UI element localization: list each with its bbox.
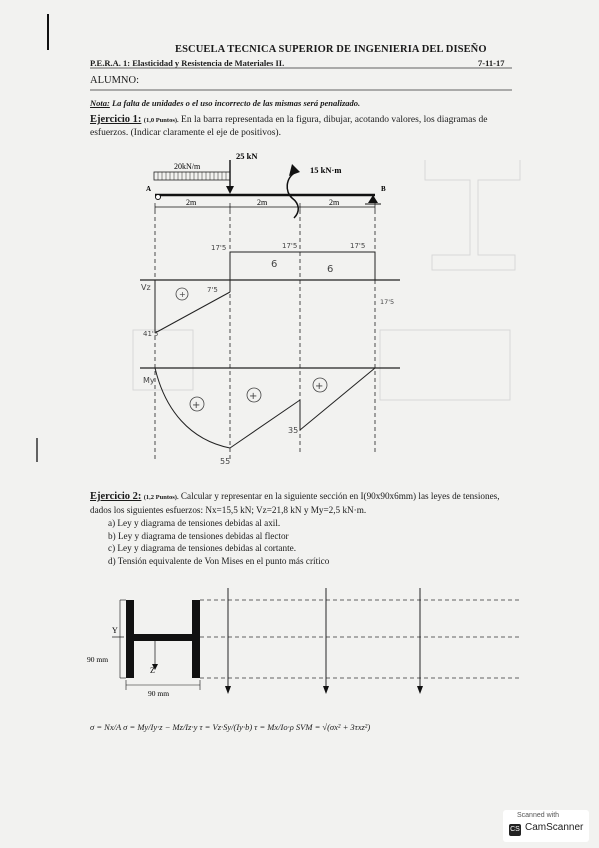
flange-right [192,600,200,678]
axis-z-label: Z [150,666,155,675]
moment-sign-circle-1 [189,396,205,412]
shear-value-3: 17'5 [350,242,365,250]
exercise1-text: En la barra representada en la figura, d… [90,115,488,138]
shear-value-1: 17'5 [211,244,226,252]
support-a [155,194,161,200]
item-d: d) Tensión equivalente de Von Mises en e… [108,555,330,566]
moment-sign-3: + [315,381,323,392]
exercise1-points: (1,0 Puntos). [143,117,179,124]
exercise2-points: (1,2 Puntos). [143,494,179,501]
moment-value-1: 55 [220,457,230,466]
flange-left [126,600,134,678]
span-1-label: 2m [186,198,197,207]
point-load-arrowhead [226,186,234,194]
item-a: a) Ley y diagrama de tensiones debidas a… [108,518,281,528]
moment-label: 15 kN·m [310,165,341,175]
moment-value-2: 35 [288,426,298,435]
support-b-label: B [381,185,386,193]
camscanner-badge: Scanned with CS CamScanner [503,810,589,842]
shear-value-5: 41'5 [143,330,158,338]
bleed-through [132,160,521,401]
formulas: σ = Nx/A σ = My/Iy·z − Mz/Iz·y τ = Vz·Sy… [90,722,371,732]
shear-sign-1: 6 [271,259,277,270]
note-label: Nota: [90,98,110,108]
shear-sign-3: + [179,290,186,299]
distributed-load [153,171,231,181]
moment-sign-circle-2 [246,387,262,403]
i-section-figure [112,599,201,690]
shear-sign-circle [175,287,189,301]
shear-value-4: 7'5 [207,286,218,294]
support-a-label: A [146,185,151,193]
point-load-label: 25 kN [236,151,258,161]
distributed-load-label: 20kN/m [174,162,201,171]
student-label: ALUMNO: [90,75,139,86]
span-2-label: 2m [257,198,268,207]
support-b [368,195,378,203]
beam-figure [153,160,381,219]
item-b: b) Ley y diagrama de tensiones debidas a… [108,530,289,541]
axis-y-label: Y [112,626,118,635]
exercise2-statement: Ejercicio 2: (1,2 Puntos). Calcular y re… [90,490,520,516]
shear-axis-label: Vz [141,283,151,292]
note-text: La falta de unidades o el uso incorrecto… [111,98,361,108]
span-3-label: 2m [329,198,340,207]
projection-lines [154,210,376,460]
exercise2-items: a) Ley y diagrama de tensiones debidas a… [108,517,329,567]
moment-arrowhead [289,164,300,176]
exercise1-label: Ejercicio 1: [90,114,142,125]
shear-positive-region [229,251,376,280]
moment-linear-segment [229,399,301,449]
shear-value-6: 17'5 [380,298,394,306]
shear-sign-2: 6 [327,264,333,275]
moment-sign-2: + [249,391,257,402]
item-c: c) Ley y diagrama de tensiones debidas a… [108,543,297,554]
school-title: ESCUELA TECNICA SUPERIOR DE INGENIERIA D… [175,44,487,55]
camscanner-icon: CS [509,824,521,836]
moment-parabola [154,367,231,449]
moment-axis-label: My [143,376,155,385]
stress-diagram-axes [227,588,421,690]
section-guides [200,599,520,679]
subject-line: P.E.R.A. 1: Elasticidad y Resistencia de… [90,58,285,68]
moment-diagram [140,367,400,449]
shear-value-2: 17'5 [282,242,297,250]
exercise2-label: Ejercicio 2: [90,491,142,502]
scanner-line2: CamScanner [525,822,584,833]
moment-curve [286,171,299,219]
width-label: 90 mm [148,689,169,698]
exercise2-text: Calcular y representar en la siguiente s… [90,491,500,515]
moment-sign-1: + [192,400,200,411]
shear-linear-segment [154,291,231,334]
moment-sign-circle-3 [312,377,328,393]
web [134,634,192,641]
exercise1-statement: Ejercicio 1: (1,0 Puntos). En la barra r… [90,113,520,140]
exam-date: 7-11-17 [478,58,505,68]
note: Nota: La falta de unidades o el uso inco… [90,98,360,108]
shear-diagram [140,251,400,334]
height-label: 90 mm [87,655,108,664]
scanner-line1: Scanned with [517,812,560,819]
